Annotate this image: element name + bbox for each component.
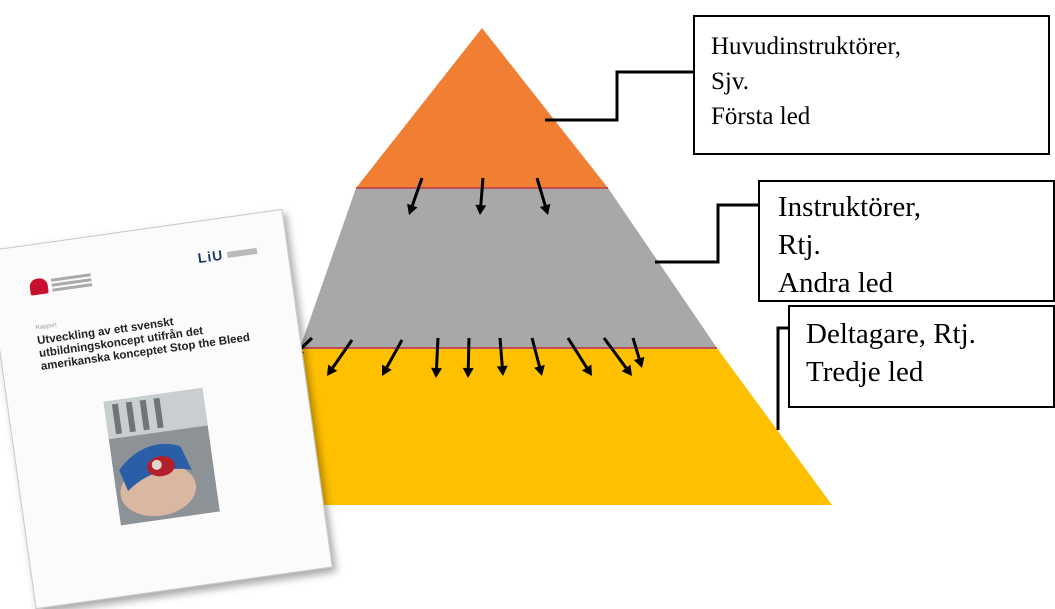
report-title: Utveckling av ett svenskt utbildningskon…: [36, 316, 251, 373]
report-cover-photo: [103, 387, 220, 526]
arrow-to-level-3: [496, 337, 508, 376]
level-2-step: Andra led: [778, 267, 894, 299]
arrow-to-level-3: [530, 337, 545, 376]
level-2-role: Instruktörer,: [778, 191, 921, 223]
arrow-to-level-3: [462, 337, 474, 378]
level-1-step: Första led: [711, 103, 811, 130]
pyramid-tier-first-level: [356, 28, 608, 188]
arrow-to-level-3: [382, 339, 404, 376]
arrow-to-level-2: [535, 177, 551, 215]
level-3-label-box: Deltagare, Rtj. Tredje led: [788, 305, 1055, 408]
arrow-to-level-3: [431, 337, 442, 378]
connector-line-level-3: [776, 326, 788, 430]
level-2-unit: Rtj.: [778, 229, 821, 261]
pyramid-tier-third-level: [260, 348, 832, 505]
level-3-role: Deltagare, Rtj.: [806, 318, 976, 350]
level-1-label-box: Huvudinstruktörer, Sjv. Första led: [693, 15, 1050, 155]
level-1-unit: Sjv.: [711, 68, 749, 95]
arrow-to-level-3: [602, 337, 632, 376]
report-type-label: Rapport: [35, 322, 58, 332]
arrow-to-level-3: [566, 337, 592, 376]
arrow-to-level-3: [327, 339, 354, 376]
report-cover-thumbnail: LiU Rapport Utveckling av ett svenskt ut…: [0, 208, 333, 609]
arrow-to-level-2: [407, 177, 424, 215]
connector-line-level-2: [655, 203, 758, 264]
level-3-step: Tredje led: [806, 356, 924, 388]
connector-line-level-1: [545, 70, 693, 122]
level-2-label-box: Instruktörer, Rtj. Andra led: [758, 180, 1055, 302]
pyramid-tier-second-level: [300, 188, 717, 348]
liu-logo: LiU: [197, 242, 258, 266]
red-cross-logo-icon: [28, 268, 100, 298]
level-1-role: Huvudinstruktörer,: [711, 33, 901, 60]
arrow-to-level-2: [475, 177, 487, 215]
arrow-to-level-3: [631, 337, 645, 368]
